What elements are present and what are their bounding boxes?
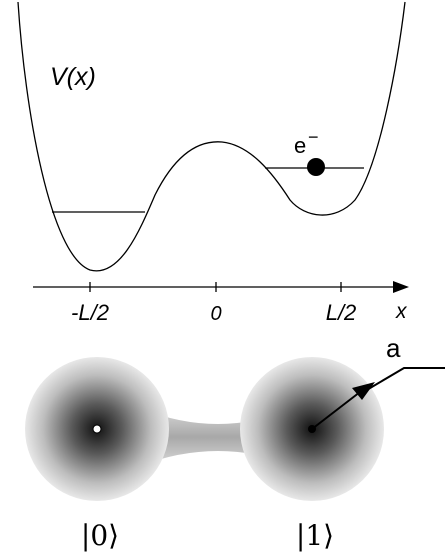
x-axis-label: x [395, 300, 408, 323]
x-axis-arrowhead [393, 281, 409, 293]
left-dot-center [92, 424, 102, 434]
radius-leader [359, 367, 445, 395]
state-label-one: |1⟩ [296, 519, 334, 552]
tick-label-plus-half: L/2 [326, 300, 357, 325]
electron-charge: − [308, 127, 319, 147]
potential-label: V(x) [50, 63, 96, 91]
potential-curve [17, 1, 406, 272]
tick-label-minus-half: -L/2 [71, 300, 109, 325]
radius-pointer [311, 391, 361, 430]
radius-label: a [386, 333, 401, 363]
electron-label: e [294, 133, 306, 158]
electron [307, 158, 325, 176]
state-label-zero: |0⟩ [81, 519, 119, 552]
tick-label-zero: 0 [210, 303, 221, 325]
